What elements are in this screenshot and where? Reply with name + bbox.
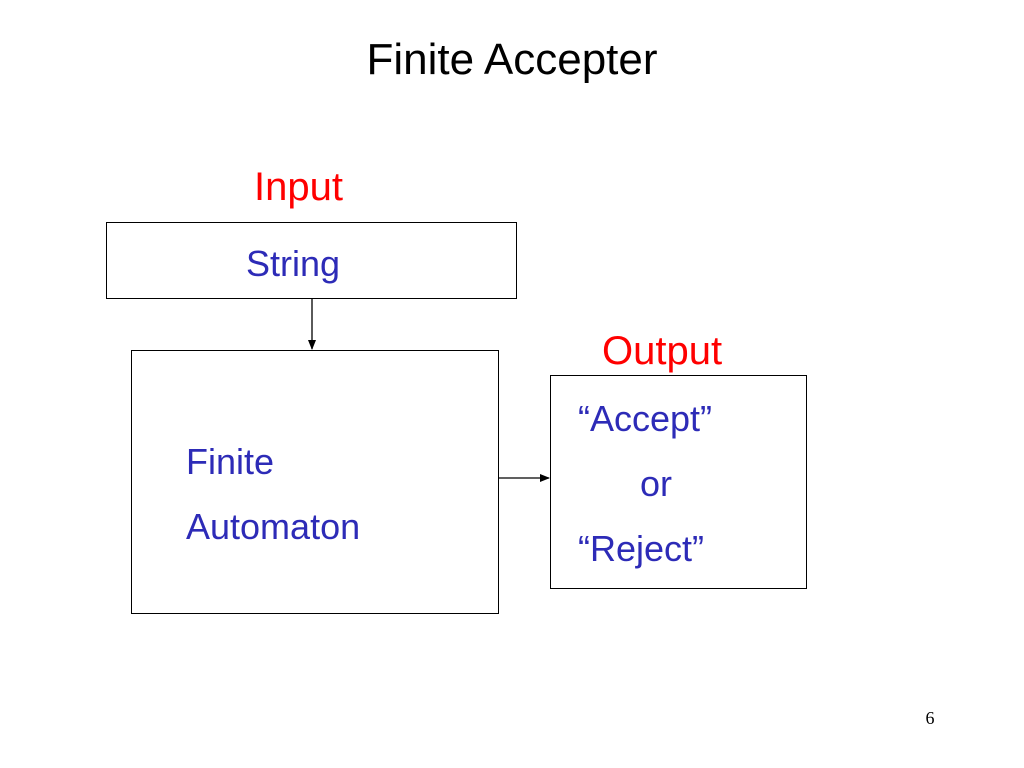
page-number: 6	[925, 708, 935, 728]
automaton-line-1: Finite	[186, 441, 275, 482]
input-string-text: String	[246, 243, 341, 284]
output-or-text: or	[640, 463, 673, 504]
output-reject-text: “Reject”	[578, 528, 705, 569]
output-box	[550, 375, 807, 589]
output-label: Output	[602, 329, 723, 373]
input-label: Input	[254, 165, 343, 209]
finite-automaton-box	[131, 350, 499, 614]
input-string-box	[106, 222, 517, 299]
automaton-line-2: Automaton	[186, 506, 361, 547]
output-accept-text: “Accept”	[578, 398, 713, 439]
slide-title: Finite Accepter	[366, 35, 658, 84]
